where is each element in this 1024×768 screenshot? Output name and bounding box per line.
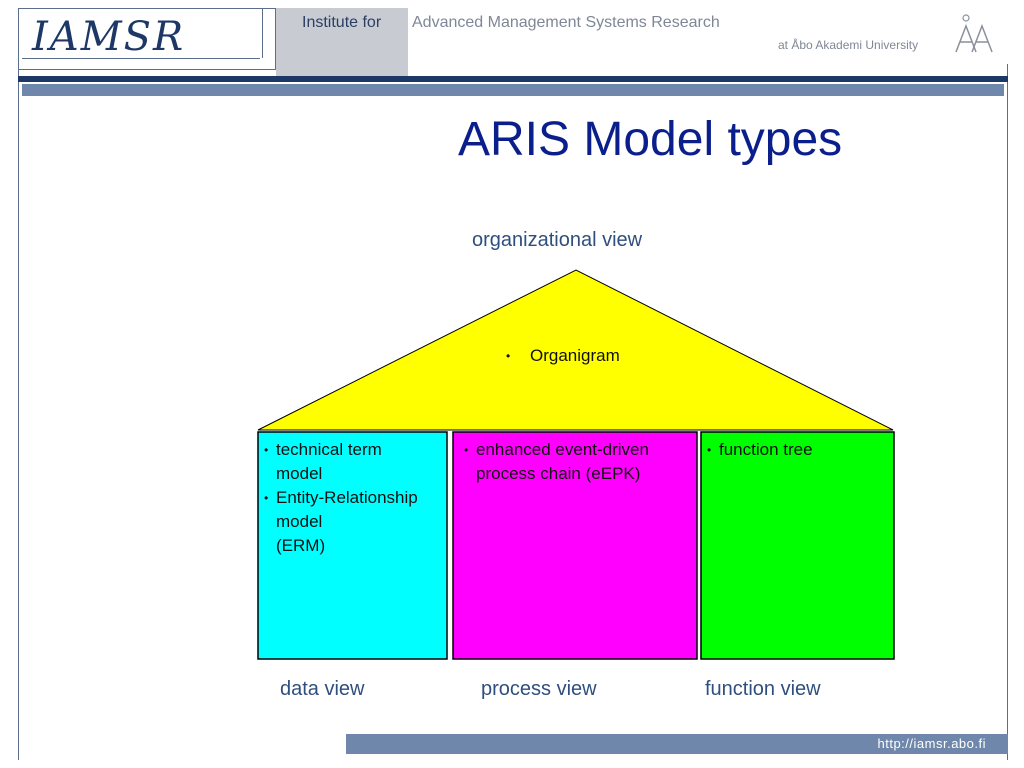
data-view-line: model [276, 464, 323, 483]
process-view-content: • enhanced event-driven process chain (eE… [464, 438, 649, 486]
organigram-item: • Organigram [506, 344, 620, 368]
slide-title: ARIS Model types [458, 113, 843, 166]
data-view-content: • technical term model • Entity-Relationsh… [264, 438, 418, 558]
data-view-pillar [257, 431, 448, 660]
data-view-line: Entity-Relationship [276, 488, 418, 507]
logo-box [18, 8, 276, 70]
logo-divider [262, 8, 263, 58]
bullet-icon: • [464, 443, 469, 457]
university-name: at Åbo Akademi University [778, 38, 919, 52]
data-view-line: technical term [276, 440, 382, 459]
data-view-line: (ERM) [276, 536, 326, 555]
process-view-line: process chain (eEPK) [476, 464, 641, 483]
footer-bar [346, 734, 1008, 754]
bullet-icon: • [707, 443, 712, 457]
slide-frame [18, 8, 1008, 760]
header-rule-blue [22, 84, 1004, 96]
institute-name: Advanced Management Systems Research [412, 14, 720, 31]
logo-underline [22, 58, 260, 59]
process-view-pillar [452, 431, 698, 660]
header-rule-dark [18, 76, 1008, 82]
process-view-line: enhanced event-driven [476, 440, 649, 459]
bullet-icon: • [506, 349, 511, 363]
function-view-line: function tree [719, 440, 813, 459]
header-banner-white [408, 8, 1008, 64]
function-view-pillar [700, 431, 895, 660]
organizational-view-label: organizational view [472, 229, 643, 251]
abo-akademi-logo-icon [955, 14, 993, 53]
organigram-text: Organigram [530, 346, 620, 365]
institute-prefix: Institute for [302, 14, 382, 31]
function-view-label: function view [705, 678, 821, 700]
data-view-line: model [276, 512, 323, 531]
function-view-content: • function tree [707, 438, 813, 462]
organizational-view-roof [257, 269, 894, 431]
iamsr-logo: IAMSR [32, 14, 186, 60]
bullet-icon: • [264, 491, 269, 505]
process-view-label: process view [481, 678, 597, 700]
bullet-icon: • [264, 443, 269, 457]
footer-url: http://iamsr.abo.fi [877, 736, 986, 751]
header-banner-gray [276, 8, 408, 76]
data-view-label: data view [280, 678, 365, 700]
